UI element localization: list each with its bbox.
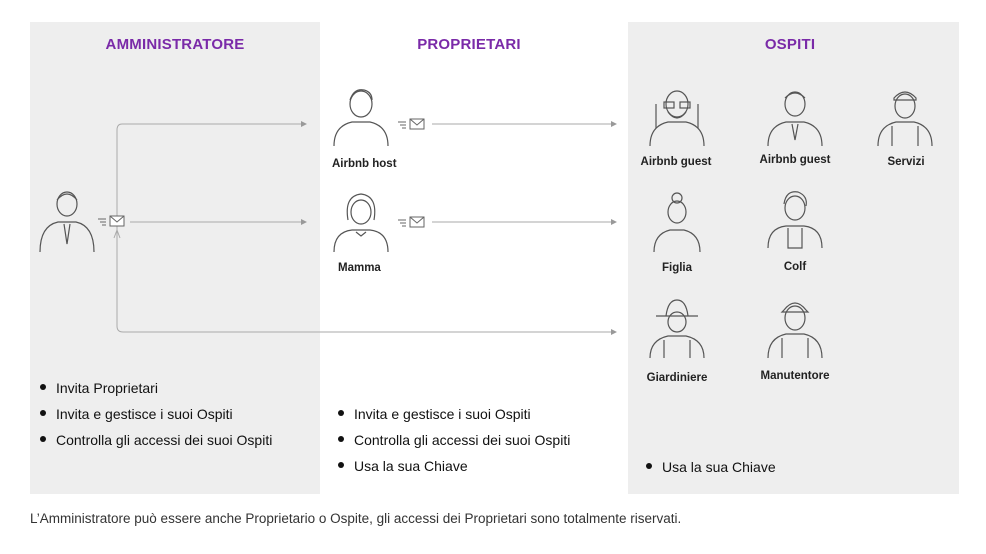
airbnb-guest-icon <box>646 84 708 148</box>
list-item: Usa la sua Chiave <box>644 454 776 480</box>
label-servizi: Servizi <box>887 156 925 168</box>
label-airbnb-guest-1: Airbnb guest <box>640 156 712 168</box>
manutentore-icon <box>764 294 826 360</box>
label-manutentore: Manutentore <box>760 370 830 382</box>
admin-title: AMMINISTRATORE <box>105 36 245 53</box>
list-item: Controlla gli accessi dei suoi Ospiti <box>336 427 570 453</box>
list-item: Usa la sua Chiave <box>336 453 570 479</box>
list-item: Invita e gestisce i suoi Ospiti <box>336 401 570 427</box>
label-colf: Colf <box>783 261 807 273</box>
list-item: Invita Proprietari <box>38 375 272 401</box>
admin-person-icon <box>36 186 98 254</box>
figlia-icon <box>646 190 708 254</box>
label-giardiniere: Giardiniere <box>646 372 708 384</box>
label-mamma: Mamma <box>338 262 381 274</box>
guest-bullet-list: Usa la sua Chiave <box>644 454 776 480</box>
giardiniere-icon <box>646 294 708 360</box>
label-figlia: Figlia <box>661 262 693 274</box>
list-item: Controlla gli accessi dei suoi Ospiti <box>38 427 272 453</box>
guests-title: OSPITI <box>764 36 816 53</box>
mamma-icon <box>330 190 392 254</box>
owners-title: PROPRIETARI <box>417 36 521 53</box>
airbnb-host-icon <box>330 84 392 148</box>
servizi-icon <box>874 84 936 148</box>
list-item: Invita e gestisce i suoi Ospiti <box>38 401 272 427</box>
admin-bullet-list: Invita Proprietari Invita e gestisce i s… <box>38 375 272 453</box>
caption: L’Amministratore può essere anche Propri… <box>30 511 682 526</box>
colf-icon <box>764 186 826 250</box>
label-airbnb-guest-2: Airbnb guest <box>759 154 831 166</box>
guests-panel <box>628 22 959 494</box>
airbnb-guest-2-icon <box>764 84 826 148</box>
label-airbnb-host: Airbnb host <box>332 158 397 170</box>
owner-bullet-list: Invita e gestisce i suoi Ospiti Controll… <box>336 401 570 479</box>
